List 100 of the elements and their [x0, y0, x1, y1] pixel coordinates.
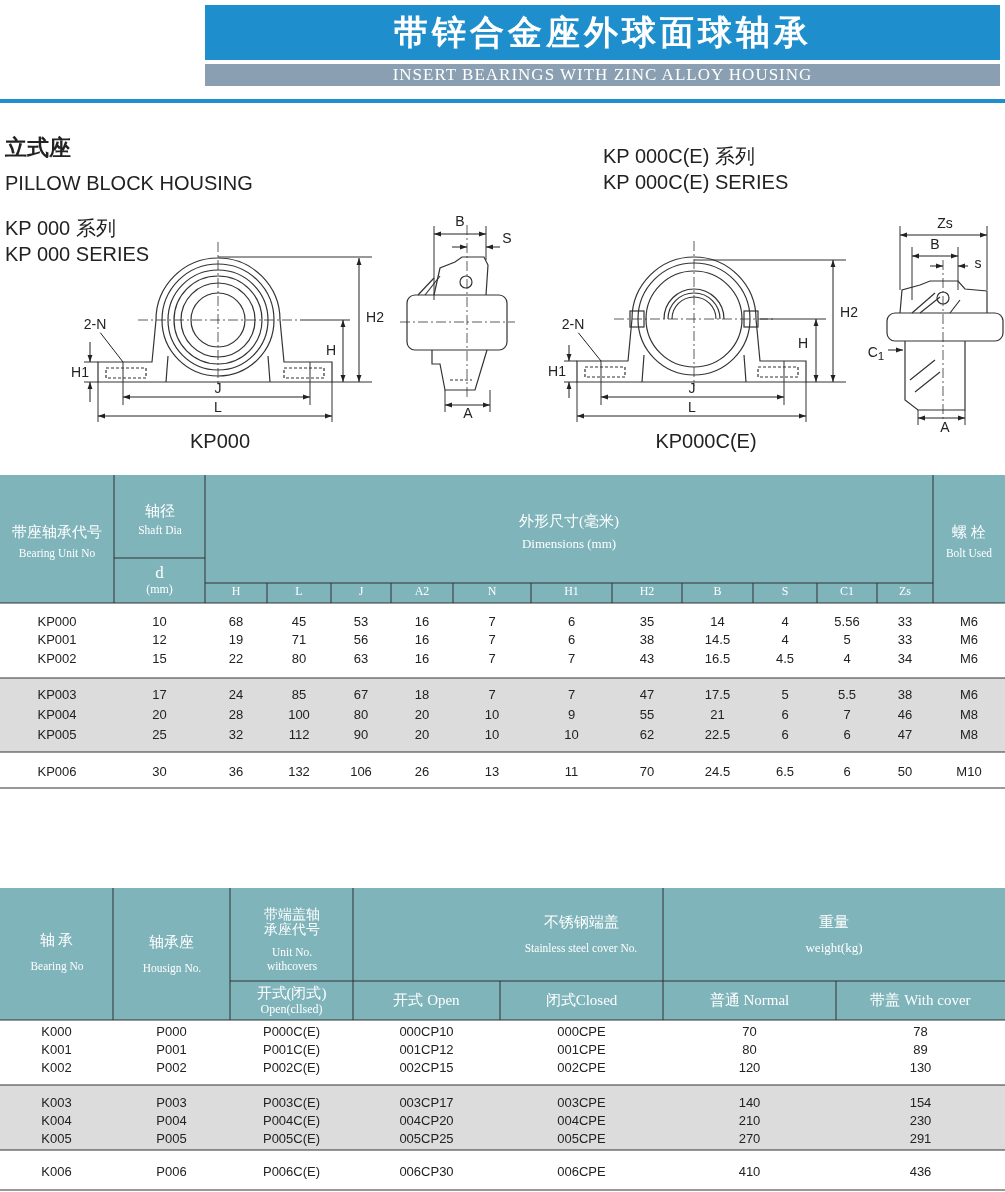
table-cell: K001: [41, 1042, 72, 1058]
table-cell: 112: [288, 727, 310, 743]
table-cell: P006C(E): [262, 1164, 321, 1180]
table-cell: K006: [41, 1164, 72, 1180]
table-cell: 46: [897, 707, 913, 723]
table-cell: 006CP30: [399, 1164, 454, 1180]
column-header: d: [155, 563, 164, 583]
table-cell: 43: [639, 651, 655, 667]
column-header: Bearing Unit No: [18, 545, 96, 561]
subtitle-banner: INSERT BEARINGS WITH ZINC ALLOY HOUSING: [205, 64, 1000, 86]
column-header: 开式(闭式): [256, 984, 327, 1002]
table-cell: P003: [156, 1095, 187, 1111]
table-cell: 17: [152, 687, 167, 703]
table-cell: 001CP12: [399, 1042, 454, 1058]
column-header: L: [295, 585, 303, 599]
table-cell: 6: [843, 727, 851, 743]
table-cell: P005: [156, 1131, 187, 1147]
table-cell: M8: [959, 727, 979, 743]
table-cell: 63: [353, 651, 369, 667]
table-cell: KP005: [37, 727, 77, 743]
table-cell: 14.5: [704, 632, 731, 648]
table-cell: K005: [41, 1131, 72, 1147]
table-cell: 6: [843, 764, 851, 780]
table-cell: 80: [291, 651, 307, 667]
drawing-caption: KP000C(E): [655, 430, 757, 452]
table-cell: 005CPE: [557, 1131, 606, 1147]
table-cell: 26: [414, 764, 430, 780]
title-banner: 带锌合金座外球面球轴承: [205, 5, 1000, 60]
table-cell: 7: [488, 651, 496, 667]
table-cell: 18: [414, 687, 430, 703]
dimension-label: A: [940, 420, 950, 436]
table-cell: 270: [738, 1131, 761, 1147]
column-header: S: [781, 585, 789, 599]
column-header: A2: [414, 585, 430, 599]
table-cell: 5.56: [834, 614, 860, 630]
column-header: 不锈钢端盖: [543, 913, 619, 931]
column-header: 轴承座: [149, 933, 194, 951]
table-cell: 120: [738, 1060, 761, 1076]
table-cell: 5: [843, 632, 851, 648]
table-cell: 78: [913, 1024, 928, 1040]
dimension-label: L: [688, 400, 696, 416]
table-cell: 67: [353, 687, 369, 703]
table-cell: 90: [353, 727, 369, 743]
table-cell: K000: [41, 1024, 72, 1040]
dimension-label: H2: [366, 310, 384, 326]
table-cell: 7: [488, 632, 496, 648]
dimension-label: H: [797, 336, 809, 352]
table-cell: 15: [152, 651, 167, 667]
table-cell: 17.5: [704, 687, 731, 703]
table-cell: 20: [152, 707, 167, 723]
column-header: Bolt Used: [945, 545, 993, 561]
table-cell: 140: [738, 1095, 761, 1111]
table-cell: 001CPE: [557, 1042, 606, 1058]
column-header: H: [231, 585, 241, 599]
table-cell: 002CPE: [557, 1060, 606, 1076]
column-header: Housign No.: [142, 960, 201, 976]
table-cell: 154: [909, 1095, 932, 1111]
table-cell: 132: [288, 764, 310, 780]
series-heading: KP 000 系列: [5, 217, 116, 239]
table-cell: 47: [639, 687, 655, 703]
column-header: B: [713, 585, 722, 599]
table-cell: P004C(E): [262, 1113, 321, 1129]
table-cell: 22: [228, 651, 244, 667]
table-cell: K002: [41, 1060, 72, 1076]
column-header: 开式 Open: [393, 991, 460, 1009]
heading: PILLOW BLOCK HOUSING: [5, 172, 253, 194]
column-header: 带座轴承代号: [12, 523, 102, 541]
table-cell: 100: [288, 707, 310, 723]
table-cell: 35: [639, 614, 655, 630]
table-cell: 004CPE: [557, 1113, 606, 1129]
table-cell: 33: [897, 632, 913, 648]
table-cell: 005CP25: [399, 1131, 454, 1147]
table-cell: 71: [291, 632, 307, 648]
dimension-label: H1: [71, 365, 89, 381]
table-cell: 53: [353, 614, 369, 630]
table-cell: 16: [414, 614, 430, 630]
series-heading: KP 000C(E) SERIES: [603, 171, 789, 193]
column-header: Bearing No: [29, 958, 84, 974]
column-header: 带盖 With cover: [870, 991, 971, 1009]
table-cell: 9: [567, 707, 576, 723]
dimension-label: A: [463, 406, 473, 422]
table-cell: M6: [959, 632, 979, 648]
table-cell: 006CPE: [557, 1164, 606, 1180]
table-cell: 14: [710, 614, 725, 630]
table-cell: 6: [567, 614, 576, 630]
table-cell: 85: [291, 687, 307, 703]
table-cell: P002C(E): [262, 1060, 321, 1076]
column-header: 闭式Closed: [545, 991, 618, 1009]
table-cell: P002: [156, 1060, 187, 1076]
table-cell: 10: [152, 614, 167, 630]
leader-line: [577, 332, 602, 362]
table-cell: 34: [897, 651, 913, 667]
table-cell: 003CPE: [557, 1095, 606, 1111]
table-cell: 25: [152, 727, 167, 743]
column-header: (mm): [146, 583, 173, 597]
table-cell: M6: [959, 651, 979, 667]
table-cell: 50: [897, 764, 913, 780]
column-header: C1: [840, 585, 854, 599]
table-cell: 19: [228, 632, 244, 648]
table-cell: M8: [959, 707, 979, 723]
